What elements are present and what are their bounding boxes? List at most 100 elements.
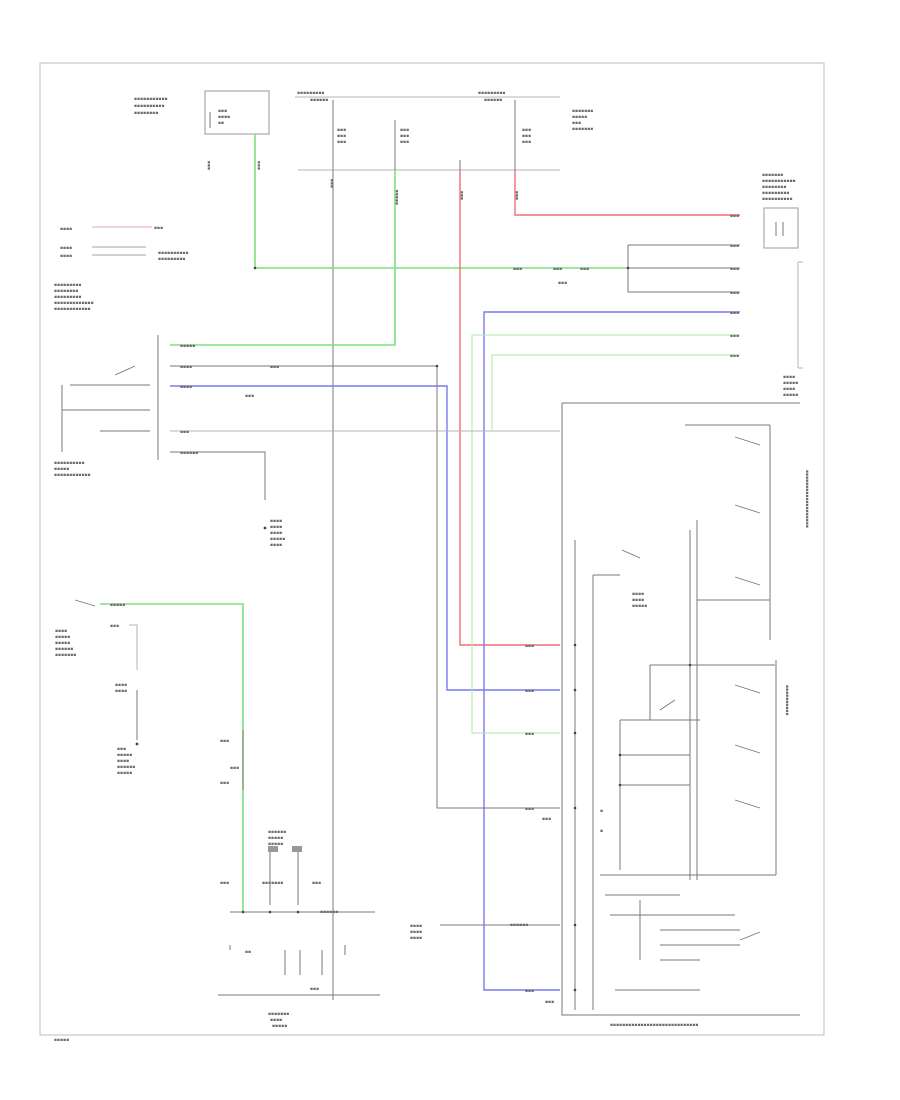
- svg-text:▪▪▪: ▪▪▪: [218, 109, 227, 114]
- svg-text:▪▪▪▪▪▪▪▪▪: ▪▪▪▪▪▪▪▪▪: [158, 257, 185, 262]
- svg-text:▪▪▪▪▪: ▪▪▪▪▪: [395, 190, 400, 205]
- svg-text:▪▪▪▪▪▪▪▪▪▪▪: ▪▪▪▪▪▪▪▪▪▪▪: [134, 97, 168, 102]
- svg-text:▪▪▪: ▪▪▪: [257, 161, 262, 170]
- svg-text:▪▪▪▪▪▪: ▪▪▪▪▪▪: [484, 98, 502, 103]
- svg-text:▪▪▪▪: ▪▪▪▪: [410, 930, 422, 935]
- svg-text:▪▪▪: ▪▪▪: [558, 281, 567, 286]
- svg-text:▪▪▪: ▪▪▪: [730, 354, 739, 359]
- svg-text:▪▪▪▪▪▪▪▪▪▪▪: ▪▪▪▪▪▪▪▪▪▪▪: [762, 179, 796, 184]
- svg-text:▪▪: ▪▪: [218, 121, 224, 126]
- svg-text:▪▪: ▪▪: [245, 950, 251, 955]
- svg-text:▪▪▪▪▪: ▪▪▪▪▪: [268, 836, 283, 841]
- svg-text:▪▪▪▪: ▪▪▪▪: [410, 924, 422, 929]
- svg-text:▪▪▪▪▪: ▪▪▪▪▪: [632, 604, 647, 609]
- svg-text:▪: ▪: [600, 829, 603, 834]
- svg-text:▪▪▪▪▪▪: ▪▪▪▪▪▪: [55, 647, 73, 652]
- svg-text:▪▪▪▪: ▪▪▪▪: [783, 375, 795, 380]
- svg-text:▪▪▪▪▪▪▪▪▪: ▪▪▪▪▪▪▪▪▪: [762, 191, 789, 196]
- svg-text:▪▪▪▪▪: ▪▪▪▪▪: [110, 603, 125, 608]
- svg-text:▪▪▪: ▪▪▪: [220, 739, 229, 744]
- svg-text:▪▪▪▪▪: ▪▪▪▪▪: [54, 467, 69, 472]
- svg-text:▪▪▪: ▪▪▪: [542, 817, 551, 822]
- red-wire-main: [459, 170, 560, 646]
- svg-text:▪▪▪▪▪▪▪▪▪: ▪▪▪▪▪▪▪▪▪: [54, 295, 81, 300]
- svg-text:▪▪▪▪: ▪▪▪▪: [632, 598, 644, 603]
- svg-text:▪▪▪▪▪▪▪: ▪▪▪▪▪▪▪: [572, 127, 593, 132]
- wire-labels: ▪▪▪ ▪▪▪ ▪▪▪ ▪▪▪ ▪▪▪ ▪▪▪ ▪▪▪ ▪▪▪ ▪▪▪ ▪▪▪ …: [110, 161, 739, 629]
- svg-text:▪▪▪▪▪▪▪▪: ▪▪▪▪▪▪▪▪: [134, 111, 158, 116]
- svg-text:▪▪▪▪▪▪▪: ▪▪▪▪▪▪▪: [55, 653, 76, 658]
- svg-text:▪▪▪: ▪▪▪: [245, 394, 254, 399]
- svg-text:▪▪▪▪: ▪▪▪▪: [270, 525, 282, 530]
- svg-text:▪▪▪: ▪▪▪: [400, 134, 409, 139]
- svg-text:▪▪▪: ▪▪▪: [522, 128, 531, 133]
- svg-text:▪▪▪▪▪▪▪▪: ▪▪▪▪▪▪▪▪: [762, 185, 786, 190]
- fuse-connections-top: [332, 100, 516, 1000]
- svg-text:▪▪▪▪▪▪▪: ▪▪▪▪▪▪▪: [268, 1012, 289, 1017]
- svg-text:▪▪▪▪▪: ▪▪▪▪▪: [55, 641, 70, 646]
- switch-assembly-left: ▪▪▪▪▪▪▪▪▪▪ ▪▪▪▪▪ ▪▪▪▪▪▪▪▪▪▪▪▪ ▪▪▪▪▪ ▪▪▪▪…: [54, 335, 198, 478]
- svg-text:▪▪▪: ▪▪▪: [730, 311, 739, 316]
- svg-text:▪▪▪▪▪▪▪▪▪▪: ▪▪▪▪▪▪▪▪▪▪: [134, 104, 165, 109]
- svg-text:▪▪▪▪▪: ▪▪▪▪▪: [572, 115, 587, 120]
- svg-text:▪▪▪▪▪▪▪▪▪▪▪▪▪▪▪▪▪▪▪: ▪▪▪▪▪▪▪▪▪▪▪▪▪▪▪▪▪▪▪: [804, 470, 809, 528]
- svg-text:▪▪▪: ▪▪▪: [312, 881, 321, 886]
- svg-text:▪▪▪: ▪▪▪: [730, 214, 739, 219]
- svg-text:▪▪▪: ▪▪▪: [522, 134, 531, 139]
- svg-text:▪▪▪: ▪▪▪: [337, 128, 346, 133]
- svg-text:▪▪▪: ▪▪▪: [400, 140, 409, 145]
- svg-text:▪▪▪: ▪▪▪: [110, 624, 119, 629]
- svg-text:▪▪▪▪▪▪▪▪▪▪: ▪▪▪▪▪▪▪▪▪▪: [54, 461, 85, 466]
- black-wires: [129, 244, 800, 1016]
- svg-text:▪▪▪: ▪▪▪: [220, 881, 229, 886]
- svg-text:▪▪▪: ▪▪▪: [337, 140, 346, 145]
- svg-text:▪▪▪: ▪▪▪: [330, 179, 335, 188]
- svg-text:▪▪▪▪▪: ▪▪▪▪▪: [117, 771, 132, 776]
- fuse-box-top-left: ▪▪▪▪▪▪▪▪▪▪▪ ▪▪▪▪▪▪▪▪▪▪ ▪▪▪▪▪▪▪▪ ▪▪▪ ▪▪▪▪…: [134, 90, 270, 135]
- svg-text:▪▪▪▪: ▪▪▪▪: [60, 246, 72, 251]
- svg-text:▪▪▪▪: ▪▪▪▪: [270, 543, 282, 548]
- junction-dots: [241, 266, 692, 992]
- labels-mid-left: ▪▪▪▪ ▪▪▪▪ ▪▪▪▪ ▪▪▪▪▪ ▪▪▪▪ ▪▪▪▪ ▪▪▪▪▪ ▪▪▪…: [55, 519, 285, 886]
- svg-text:▪▪▪: ▪▪▪: [730, 291, 739, 296]
- svg-text:▪▪▪▪▪▪: ▪▪▪▪▪▪: [310, 98, 328, 103]
- svg-text:▪▪▪: ▪▪▪: [154, 226, 163, 231]
- svg-text:▪▪▪▪▪: ▪▪▪▪▪: [272, 1024, 287, 1029]
- control-unit-right: ▪▪▪▪ ▪▪▪▪ ▪▪▪▪▪ ▪▪▪▪▪▪▪▪▪▪▪▪▪▪▪▪▪▪▪ ▪▪▪▪…: [574, 424, 809, 1010]
- svg-text:▪▪▪▪: ▪▪▪▪: [180, 365, 192, 370]
- svg-text:▪▪▪: ▪▪▪: [572, 121, 581, 126]
- svg-text:▪: ▪: [600, 809, 603, 814]
- svg-text:▪▪▪▪▪▪▪▪: ▪▪▪▪▪▪▪▪: [54, 289, 78, 294]
- svg-text:▪▪▪: ▪▪▪: [515, 191, 520, 200]
- svg-text:▪▪▪▪▪▪▪: ▪▪▪▪▪▪▪: [262, 881, 283, 886]
- svg-text:▪▪▪: ▪▪▪: [400, 128, 409, 133]
- svg-text:▪▪▪▪: ▪▪▪▪: [270, 519, 282, 524]
- svg-text:▪▪▪▪▪▪: ▪▪▪▪▪▪: [510, 923, 528, 928]
- svg-text:▪▪▪: ▪▪▪: [525, 644, 534, 649]
- svg-text:▪▪▪: ▪▪▪: [525, 807, 534, 812]
- svg-text:▪▪▪▪▪: ▪▪▪▪▪: [55, 635, 70, 640]
- svg-text:▪▪▪▪: ▪▪▪▪: [270, 1018, 282, 1023]
- svg-text:▪▪▪: ▪▪▪: [207, 161, 212, 170]
- svg-text:▪▪▪▪: ▪▪▪▪: [117, 759, 129, 764]
- junction-header-top: ▪▪▪▪▪▪▪▪▪ ▪▪▪▪▪▪ ▪▪▪▪▪▪▪▪▪ ▪▪▪▪▪▪ ▪▪▪ ▪▪…: [295, 91, 593, 171]
- svg-text:▪▪▪▪: ▪▪▪▪: [60, 254, 72, 259]
- svg-text:▪▪▪▪▪▪▪: ▪▪▪▪▪▪▪: [572, 109, 593, 114]
- svg-text:▪▪▪: ▪▪▪: [730, 267, 739, 272]
- svg-text:▪▪▪▪: ▪▪▪▪: [115, 683, 127, 688]
- svg-text:▪▪▪▪▪▪: ▪▪▪▪▪▪: [117, 765, 135, 770]
- svg-text:▪▪▪▪: ▪▪▪▪: [632, 592, 644, 597]
- blue-wire-right: [483, 311, 740, 991]
- svg-text:▪▪▪: ▪▪▪: [522, 140, 531, 145]
- svg-text:▪▪▪▪▪▪: ▪▪▪▪▪▪: [320, 910, 338, 915]
- svg-text:▪▪▪▪▪▪▪▪▪▪: ▪▪▪▪▪▪▪▪▪▪: [784, 685, 789, 716]
- blue-wire-switch: [170, 385, 560, 691]
- svg-text:▪▪▪▪: ▪▪▪▪: [55, 629, 67, 634]
- green-wire-switch: [170, 170, 396, 346]
- svg-text:▪▪▪: ▪▪▪: [525, 989, 534, 994]
- svg-text:▪▪▪: ▪▪▪: [270, 365, 279, 370]
- svg-text:▪▪▪: ▪▪▪: [730, 334, 739, 339]
- svg-text:▪▪▪▪▪▪▪▪▪▪▪▪: ▪▪▪▪▪▪▪▪▪▪▪▪: [54, 307, 91, 312]
- svg-text:▪▪▪▪▪: ▪▪▪▪▪: [268, 842, 283, 847]
